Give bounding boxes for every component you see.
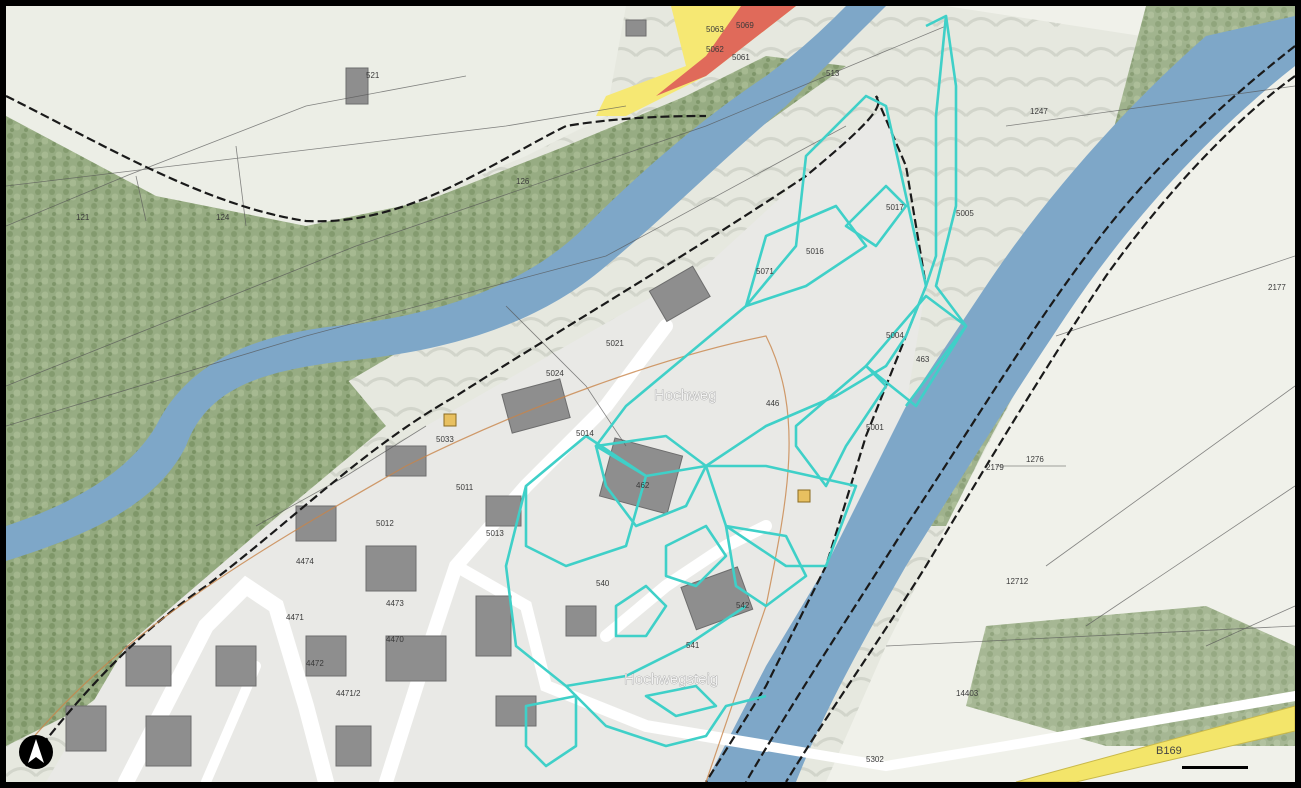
meadow-right (826, 6, 1295, 782)
parcel-label: 541 (686, 641, 700, 650)
parcel-label: 121 (76, 213, 90, 222)
place-label-hochwegsteig: Hochwegsteig (624, 671, 718, 688)
parcel-label: 5014 (576, 429, 594, 438)
parcel-label: 521 (366, 71, 380, 80)
scale-bar (1182, 766, 1248, 769)
parcel-label: 5004 (886, 331, 904, 340)
parcel-label: 5024 (546, 369, 564, 378)
parcel-label: 463 (916, 355, 930, 364)
parcel-labels: 521 121 124 126 513 5063 5069 5062 5061 … (76, 21, 1286, 764)
parcel-label: 126 (516, 177, 530, 186)
parcel-label: 5062 (706, 45, 724, 54)
parcel-label: 2177 (1268, 283, 1286, 292)
parcel-label: 4473 (386, 599, 404, 608)
parcel-label: 5071 (756, 267, 774, 276)
parcel-label: 4474 (296, 557, 314, 566)
utility-line (25, 335, 790, 782)
river-upper (6, 6, 886, 561)
admin-boundaries (6, 45, 1295, 782)
parcel-lines (6, 25, 1295, 647)
hill-meadow (6, 6, 626, 226)
parcel-label: 462 (636, 481, 650, 490)
zone-red (656, 6, 796, 96)
parcel-label: 5012 (376, 519, 394, 528)
parcel-label: 14403 (956, 689, 979, 698)
parcel-label: 5069 (736, 21, 754, 30)
parcel-label: 5001 (866, 423, 884, 432)
parcel-label: 5033 (436, 435, 454, 444)
marker-icon[interactable] (797, 489, 811, 503)
parcel-label: 5061 (732, 53, 750, 62)
highlighted-parcels[interactable] (504, 14, 968, 768)
parcel-label: 5021 (606, 339, 624, 348)
parcel-label: 5063 (706, 25, 724, 34)
parcel-label: 1247 (1030, 107, 1048, 116)
road-label-b169: B169 (1156, 745, 1182, 757)
parcel-label: 5013 (486, 529, 504, 538)
parcel-label: 4472 (306, 659, 324, 668)
parcel-label: 1276 (1026, 455, 1044, 464)
parcel-label: 5016 (806, 247, 824, 256)
main-road (1015, 705, 1295, 782)
parcel-label: 5302 (866, 755, 884, 764)
parcel-label: 4470 (386, 635, 404, 644)
parcel-label: 2179 (986, 463, 1004, 472)
parcel-label: 5017 (886, 203, 904, 212)
parcel-label: 446 (766, 399, 780, 408)
parcel-label: 540 (596, 579, 610, 588)
marker-icon[interactable] (443, 413, 457, 427)
parcel-label: 5011 (456, 483, 474, 492)
parcel-label: 5005 (956, 209, 974, 218)
parcel-label: 12712 (1006, 577, 1029, 586)
cadastral-map[interactable]: 521 121 124 126 513 5063 5069 5062 5061 … (6, 6, 1295, 782)
parcel-label: 124 (216, 213, 230, 222)
river-lower (696, 16, 1295, 782)
forest-lower-left (6, 366, 386, 746)
parcel-label: 4471/2 (336, 689, 361, 698)
parcel-label: 513 (826, 69, 840, 78)
north-arrow-icon (19, 735, 53, 769)
parcel-label: 4471 (286, 613, 304, 622)
parcel-label: 542 (736, 601, 750, 610)
place-label-hochweg: Hochweg (654, 387, 717, 404)
